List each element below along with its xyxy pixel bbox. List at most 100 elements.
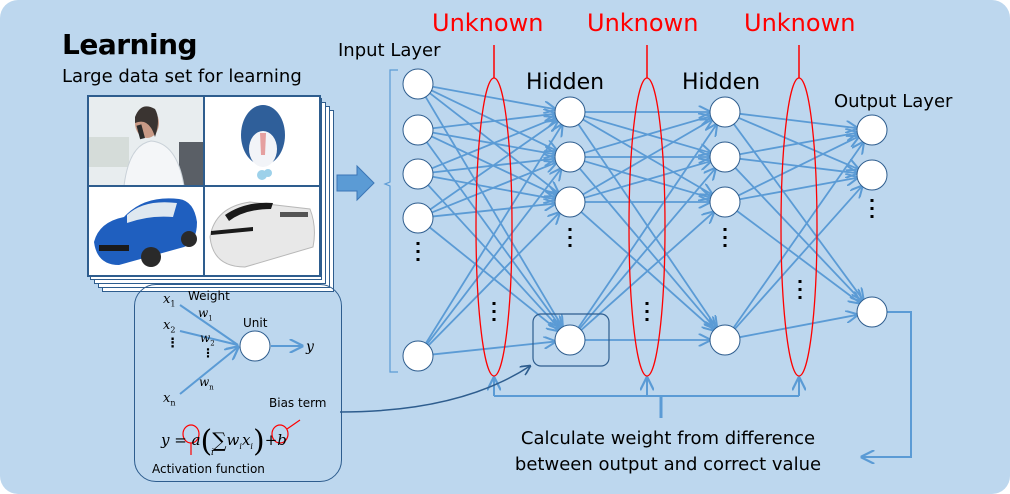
weights-ellipsis-dot [798, 280, 802, 283]
hidden-layer-2-label: Hidden [682, 70, 761, 95]
connection-edge [584, 116, 710, 154]
hidden1-ellipsis-dot [568, 244, 572, 247]
output-node [856, 114, 888, 146]
input-node [402, 68, 434, 100]
weights-ellipsis-dot [492, 302, 496, 305]
weight-w2: w2 [200, 331, 215, 348]
backprop-caption: Calculate weight from difference between… [478, 426, 858, 478]
input-ellipsis-dot [416, 242, 420, 245]
output-ellipsis-dot [870, 215, 874, 218]
weights-ellipsis-dot [492, 318, 496, 321]
connection-edge [426, 169, 561, 345]
unknown-weights-markers [475, 45, 818, 377]
unit-model-box [134, 284, 342, 482]
unknown-label-3: Unknown [744, 9, 856, 37]
hidden2-node [709, 96, 741, 128]
input-layer-label: Input Layer [338, 40, 441, 61]
activation-formula: y = a(∑wixi)+b [161, 424, 287, 459]
block-arrow-icon [336, 164, 375, 202]
sum-index: i [211, 448, 214, 458]
input-x1: x1 [163, 292, 176, 309]
weights-ellipsis-dot [798, 296, 802, 299]
hidden1-node [554, 324, 586, 356]
connection-edge [427, 213, 560, 346]
hidden1-ellipsis-dot [568, 228, 572, 231]
input-xn: xn [163, 391, 176, 408]
diagram-subtitle: Large data set for learning [62, 66, 302, 87]
connection-edge [431, 163, 556, 214]
activation-function-label: Activation function [152, 462, 265, 476]
caption-line-1: Calculate weight from difference [520, 428, 816, 449]
weight-w1: w1 [198, 306, 213, 323]
connection-edge [432, 342, 555, 356]
hidden2-ellipsis-dot [723, 244, 727, 247]
output-ellipsis-dot [870, 199, 874, 202]
input-x2: x2 [163, 318, 176, 335]
network-nodes [402, 68, 888, 372]
hidden2-node [709, 141, 741, 173]
hidden-layer-1-label: Hidden [526, 70, 605, 95]
image-cartoon-mascot [204, 96, 320, 186]
input-node [402, 114, 434, 146]
image-person-on-phone [88, 96, 204, 186]
connection-edge [739, 112, 857, 128]
connection-edge [738, 137, 858, 197]
connection-edge [425, 125, 562, 344]
weight-ellipsis: ⋮ [202, 346, 214, 360]
weight-wn: wn [199, 375, 214, 392]
weights-ellipsis-dot [645, 310, 649, 313]
unknown-label-1: Unknown [432, 9, 544, 37]
input-ellipsis-dot [416, 250, 420, 253]
input-ellipsis: ⋮ [166, 336, 179, 351]
unit-model-drawing [179, 304, 302, 455]
connection-edge [582, 120, 712, 196]
unit-label: Unit [243, 316, 268, 330]
image-blue-car [88, 186, 204, 276]
hidden2-node [709, 324, 741, 356]
input-node [402, 158, 434, 190]
highlighted-unit-frame [532, 313, 610, 367]
weights-ellipsis-dot [645, 318, 649, 321]
connection-edge [579, 168, 716, 330]
caption-line-2: between output and correct value [514, 454, 822, 475]
feedback-arrows [494, 311, 912, 457]
network-edges [424, 85, 864, 356]
output-layer-label: Output Layer [834, 91, 953, 112]
unit-detail-connector [339, 366, 530, 413]
hidden1-node [554, 186, 586, 218]
output-node [856, 159, 888, 191]
connection-edge [432, 85, 555, 110]
connection-edge [429, 121, 557, 211]
weights-ellipsis-dot [645, 302, 649, 305]
connection-edge [739, 178, 857, 201]
hidden1-node [554, 141, 586, 173]
hidden2-node [709, 186, 741, 218]
weights-ellipsis-dot [798, 288, 802, 291]
output-node [856, 296, 888, 328]
hidden2-ellipsis-dot [723, 228, 727, 231]
connection-edge [733, 123, 863, 300]
unit-node [239, 330, 271, 362]
bias-term-label: Bias term [269, 396, 327, 410]
image-bullet-train [204, 186, 320, 276]
input-ellipsis-dot [416, 258, 420, 261]
connection-edge [739, 133, 857, 156]
connection-edge [432, 204, 555, 218]
unit-output-y: y [306, 339, 314, 355]
hidden1-node [554, 96, 586, 128]
connection-edge [431, 118, 556, 170]
weight-label: Weight [188, 289, 230, 303]
weights-ellipsis-dot [492, 310, 496, 313]
connection-edge [580, 212, 714, 331]
diagram-title: Learning [62, 28, 198, 61]
hidden2-ellipsis-dot [723, 236, 727, 239]
dataset-image-grid [87, 95, 321, 277]
connection-edge [577, 124, 716, 329]
connection-edge [734, 186, 862, 330]
input-node [402, 340, 434, 372]
connection-edge [584, 161, 710, 199]
connection-edge [739, 315, 858, 339]
input-layer-bracket [383, 69, 398, 373]
connection-edge [432, 114, 555, 130]
